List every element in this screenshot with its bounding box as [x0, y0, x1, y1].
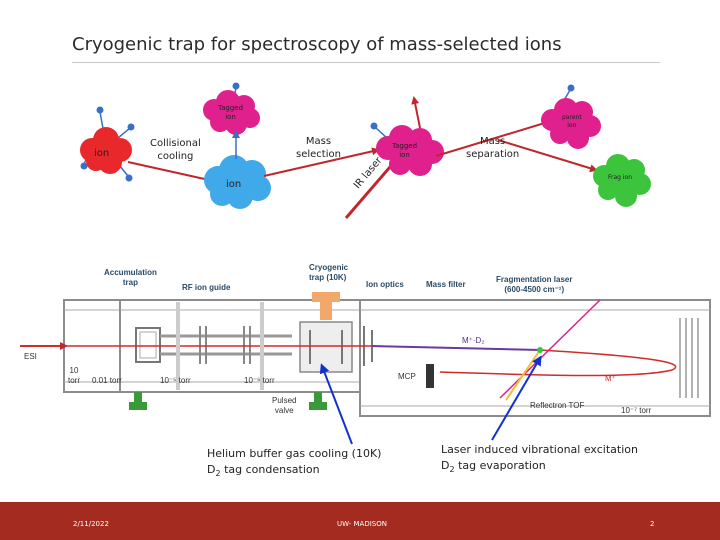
- footer-page-number: 2: [650, 520, 655, 528]
- frag-ion-label: Frag ion: [608, 174, 633, 181]
- trap-electrode: [135, 327, 161, 363]
- arrow-mass-selection: [263, 147, 380, 177]
- rf-ion-guide-label: RF ion guide: [182, 283, 231, 292]
- cryo-head: [312, 292, 340, 302]
- pressure-1e5-torr: 10⁻⁵ torr: [160, 376, 191, 385]
- parent-ion-path: [371, 345, 541, 351]
- pulsed-valve-body: [309, 402, 327, 410]
- title-divider: [72, 62, 660, 63]
- slide-title: Cryogenic trap for spectroscopy of mass-…: [72, 34, 562, 55]
- footer-org: UW- MADISON: [337, 520, 387, 528]
- valve-left-stem: [134, 392, 142, 406]
- valve-right-stem: [314, 392, 322, 406]
- tagged-ion-cloud: [203, 82, 260, 135]
- reflectron-tof-label: Reflectron TOF: [530, 401, 585, 410]
- tag-bond-3: [117, 127, 131, 139]
- footer-bar: [0, 502, 720, 540]
- ion-label-cooled: ion: [226, 179, 242, 190]
- pressure-1e7-torr: 10⁻⁷ torr: [621, 406, 652, 415]
- mcp-detector: [426, 364, 434, 388]
- fragmentation-laser-beam: [499, 299, 601, 399]
- fragment-ion-path: [439, 349, 677, 377]
- tagged-ion-mid-cloud: [370, 96, 444, 176]
- footer-date: 2/11/2022: [73, 520, 109, 528]
- arrow-laser-excitation: [491, 355, 542, 441]
- ion-optics-label: Ion optics: [366, 280, 404, 289]
- arrow-mass-separation: [435, 119, 550, 157]
- ion-label-left: ion: [94, 148, 110, 159]
- tag-atom-1: [80, 162, 88, 170]
- arrow-tag-loss: [411, 96, 421, 129]
- frag-ion-cloud: [593, 154, 651, 207]
- mass-filter-label: Mass filter: [426, 280, 466, 289]
- tag-atom-2: [96, 106, 104, 114]
- ion-hot-cloud: [80, 106, 135, 182]
- pressure-1e6-torr: 10⁻⁶ torr: [244, 376, 275, 385]
- arrow-buffer-gas-cooling: [319, 363, 353, 445]
- arrow-collisional-cooling: [127, 161, 220, 185]
- tag-atom-3: [127, 123, 135, 131]
- fragmentation-laser-label: Fragmentation laser(600-4500 cm⁻¹): [496, 275, 573, 294]
- m-plus-label: M⁺: [605, 374, 616, 383]
- arrow-fragmentation: [497, 139, 598, 173]
- mcp-label: MCP: [398, 372, 416, 381]
- ion-cooled-cloud: [204, 155, 271, 209]
- pressure-001-torr: 0.01 torr: [92, 376, 122, 385]
- tag-atom-4: [125, 174, 133, 182]
- esi-label: ESI: [24, 352, 37, 361]
- m-d2-label: M⁺·D₂: [462, 336, 485, 345]
- apparatus-schematic: [20, 292, 711, 417]
- caption-buffer-gas: Helium buffer gas cooling (10K) D2 tag c…: [207, 447, 382, 479]
- valve-left: [129, 402, 147, 410]
- tag-atom-top: [232, 82, 240, 90]
- parent-ion-cloud: [541, 84, 601, 149]
- ir-laser-beam: [344, 159, 398, 219]
- cryo-trap-body: [299, 321, 353, 373]
- caption-laser-excitation: Laser induced vibrational excitation D2 …: [441, 443, 638, 475]
- fragmentation-point: [537, 347, 543, 353]
